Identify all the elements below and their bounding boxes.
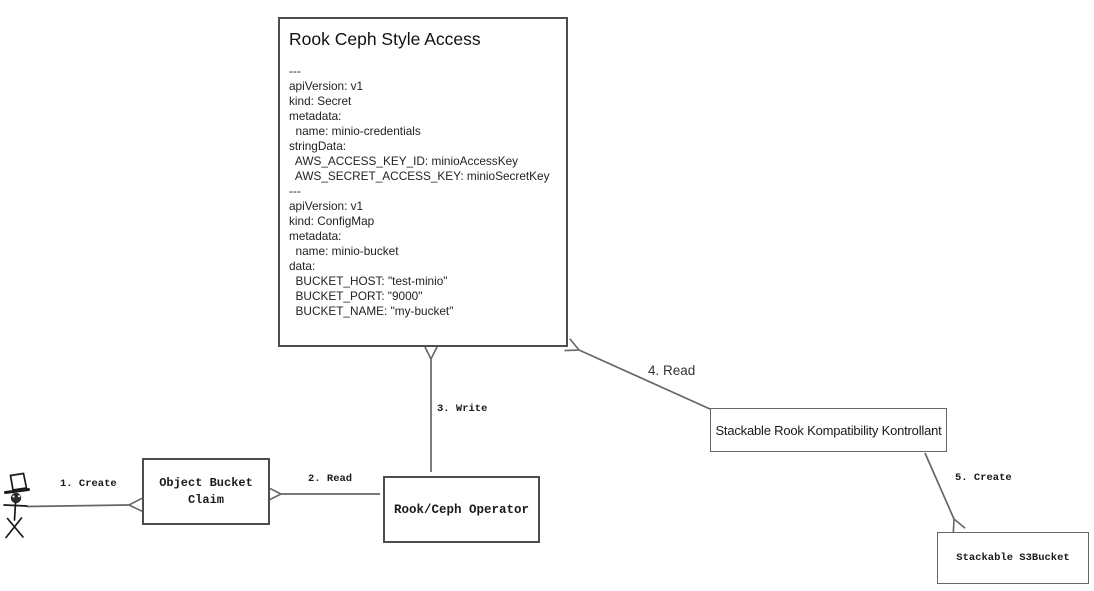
node-rook-ceph-style-access: Rook Ceph Style Access --- apiVersion: v… xyxy=(278,17,568,347)
actor-eye xyxy=(12,495,15,498)
edge-label-5-create: 5. Create xyxy=(955,472,1012,484)
node-title: Rook Ceph Style Access xyxy=(289,29,481,49)
hat-brim xyxy=(4,488,30,494)
node-rook-ceph-operator: Rook/Ceph Operator xyxy=(383,476,540,543)
node-stackable-rook-kompatibility-kontrollant: Stackable Rook Kompatibility Kontrollant xyxy=(710,408,947,452)
actor-leg xyxy=(5,517,23,539)
node-object-bucket-claim: Object Bucket Claim xyxy=(142,458,270,525)
edge-label-2-read: 2. Read xyxy=(308,473,353,485)
actor-eye xyxy=(17,495,21,498)
actor-leg xyxy=(6,517,24,538)
actor-body xyxy=(13,502,17,521)
top-hat-icon xyxy=(9,472,28,491)
edge-1-create-arrow xyxy=(26,505,129,507)
edge-label-3-write: 3. Write xyxy=(437,403,488,415)
actor-head xyxy=(10,492,22,504)
user-actor-figure xyxy=(3,472,30,539)
node-stackable-s3bucket: Stackable S3Bucket xyxy=(937,532,1089,584)
edge-4-read-arrow xyxy=(579,350,711,410)
edge-label-4-read: 4. Read xyxy=(648,363,696,378)
edge-5-create-arrow xyxy=(924,452,954,519)
yaml-manifest: --- apiVersion: v1 kind: Secret metadata… xyxy=(289,64,550,318)
edge-label-1-create: 1. Create xyxy=(60,478,117,490)
